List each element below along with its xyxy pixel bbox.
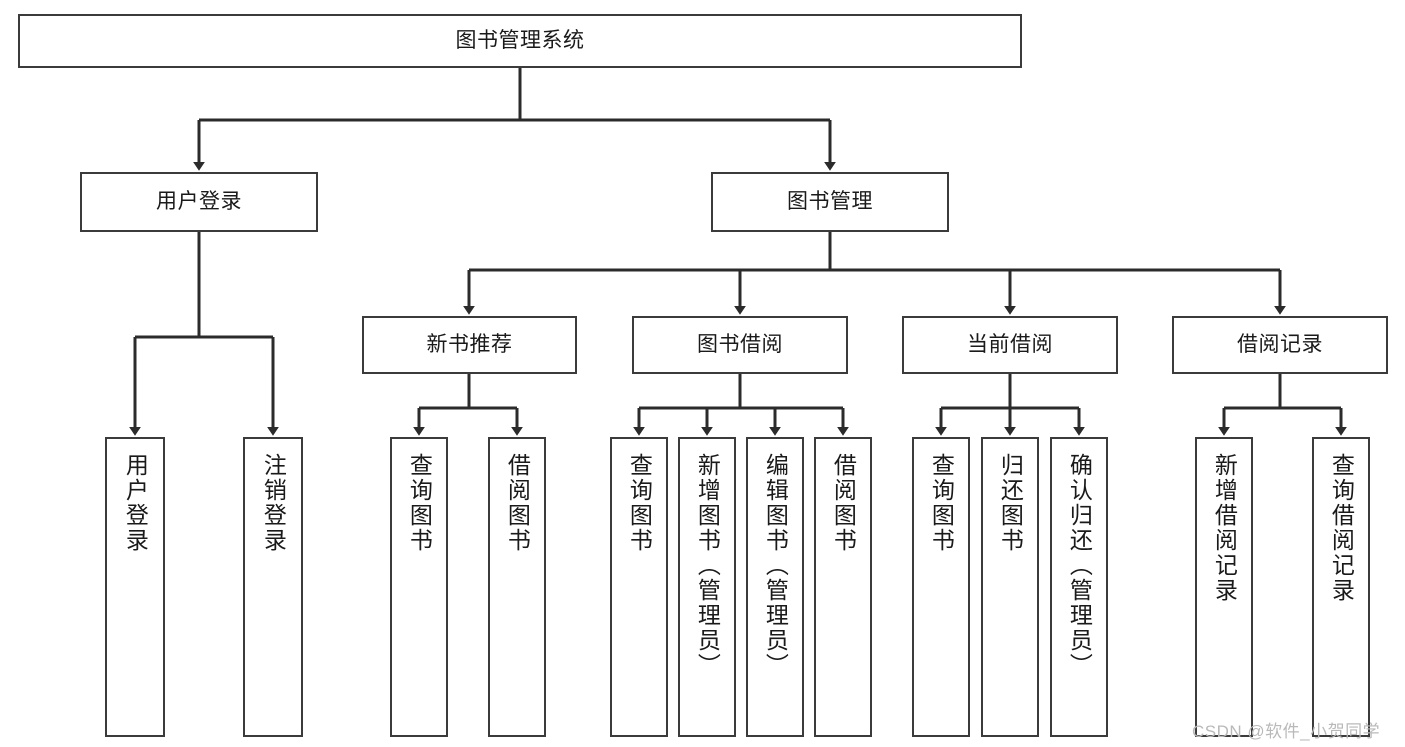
node-label: 图书借阅	[697, 332, 783, 356]
node-label: 查询图书	[406, 453, 433, 553]
node-current-borrow[interactable]: 当前借阅	[902, 316, 1118, 374]
node-label: 查询图书	[626, 453, 653, 553]
node-leaf-logout[interactable]: 注销登录	[243, 437, 303, 737]
node-label: 借阅图书	[830, 453, 857, 553]
node-label: 借阅记录	[1237, 332, 1323, 356]
node-book-management[interactable]: 图书管理	[711, 172, 949, 232]
node-label: 借阅图书	[504, 453, 531, 553]
node-label: 图书管理	[787, 189, 873, 213]
node-leaf-edit-book-admin[interactable]: 编辑图书（管理员）	[746, 437, 804, 737]
node-label: 归还图书	[997, 453, 1024, 553]
node-label: 确认归还（管理员）	[1066, 453, 1093, 678]
node-label: 新书推荐	[426, 332, 513, 356]
node-label: 图书管理系统	[455, 28, 585, 52]
node-label: 用户登录	[156, 189, 242, 213]
node-leaf-query-book-current[interactable]: 查询图书	[912, 437, 970, 737]
node-user-login[interactable]: 用户登录	[80, 172, 318, 232]
node-label: 查询图书	[928, 453, 955, 553]
node-label: 用户登录	[122, 453, 149, 553]
node-leaf-add-borrow-record[interactable]: 新增借阅记录	[1195, 437, 1253, 737]
node-new-book-recommend[interactable]: 新书推荐	[362, 316, 577, 374]
node-root-book-management-system[interactable]: 图书管理系统	[18, 14, 1022, 68]
node-leaf-add-book-admin[interactable]: 新增图书（管理员）	[678, 437, 736, 737]
node-leaf-query-book-new[interactable]: 查询图书	[390, 437, 448, 737]
node-label: 新增借阅记录	[1211, 453, 1238, 603]
node-label: 当前借阅	[967, 332, 1053, 356]
node-leaf-borrow-book[interactable]: 借阅图书	[814, 437, 872, 737]
node-borrow-record[interactable]: 借阅记录	[1172, 316, 1388, 374]
node-leaf-user-login[interactable]: 用户登录	[105, 437, 165, 737]
node-leaf-query-book-borrow[interactable]: 查询图书	[610, 437, 668, 737]
node-label: 注销登录	[260, 453, 287, 553]
node-leaf-return-book[interactable]: 归还图书	[981, 437, 1039, 737]
node-label: 查询借阅记录	[1328, 453, 1355, 603]
node-label: 新增图书（管理员）	[694, 453, 721, 678]
node-leaf-confirm-return-admin[interactable]: 确认归还（管理员）	[1050, 437, 1108, 737]
node-leaf-query-borrow-record[interactable]: 查询借阅记录	[1312, 437, 1370, 737]
node-label: 编辑图书（管理员）	[762, 453, 789, 678]
watermark-credit: CSDN @软件_小贺同学	[1192, 722, 1381, 741]
node-leaf-borrow-book-new[interactable]: 借阅图书	[488, 437, 546, 737]
node-book-borrow[interactable]: 图书借阅	[632, 316, 848, 374]
